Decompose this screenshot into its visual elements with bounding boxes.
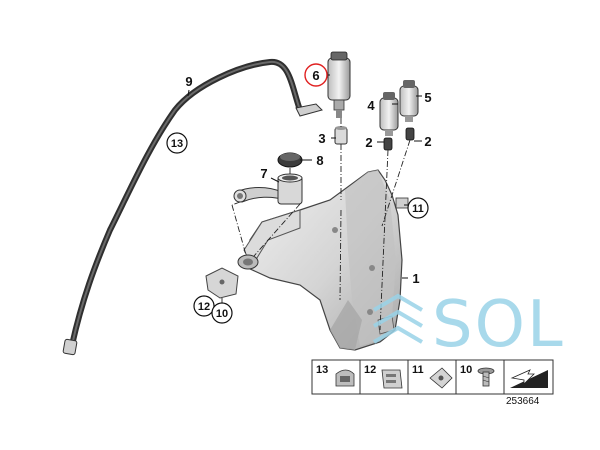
- svg-text:1: 1: [412, 271, 419, 286]
- svg-text:12: 12: [198, 301, 210, 313]
- washer-pump-main: [327, 51, 351, 118]
- callout-13[interactable]: 13: [166, 132, 188, 154]
- callout-4[interactable]: 4: [367, 98, 375, 113]
- sol-logo-icon: [372, 293, 424, 344]
- legend-strip: 13 12 11 10: [311, 359, 554, 395]
- callout-6[interactable]: 6: [304, 63, 328, 87]
- callout-2a[interactable]: 2: [365, 135, 372, 150]
- callout-1[interactable]: 1: [412, 271, 419, 286]
- watermark: SOL: [372, 288, 565, 362]
- legend-item-12[interactable]: 12: [364, 364, 403, 389]
- washer-hose: [62, 59, 323, 356]
- spring-nut-icon: [429, 367, 453, 389]
- svg-text:2: 2: [365, 135, 372, 150]
- legend-item-arrow[interactable]: [510, 369, 548, 388]
- svg-text:11: 11: [412, 364, 424, 376]
- spring-nut: [395, 197, 409, 209]
- filler-cap: [277, 152, 303, 168]
- screw-icon: [477, 367, 495, 387]
- svg-text:SOL: SOL: [432, 288, 565, 362]
- callout-9[interactable]: 9: [185, 74, 192, 89]
- callout-3[interactable]: 3: [318, 131, 325, 146]
- grommet-2b: [405, 127, 415, 141]
- arrow-ramp-icon: [510, 369, 548, 388]
- assembly-lines: [221, 118, 411, 331]
- svg-text:6: 6: [312, 68, 319, 83]
- diagram-id: 253664: [506, 396, 540, 407]
- mounting-bracket: [205, 267, 239, 299]
- hose-clip-icon: [335, 369, 355, 387]
- svg-text:11: 11: [412, 203, 424, 215]
- legend-item-10[interactable]: 10: [460, 364, 495, 387]
- svg-text:7: 7: [260, 166, 267, 181]
- grommet-2a: [383, 137, 393, 151]
- filler-pipe: [233, 173, 303, 205]
- washer-reservoir: [237, 169, 403, 351]
- callout-7[interactable]: 7: [260, 166, 267, 181]
- svg-text:13: 13: [171, 138, 183, 150]
- callout-5[interactable]: 5: [424, 90, 431, 105]
- legend-item-11[interactable]: 11: [412, 364, 453, 389]
- svg-text:10: 10: [460, 364, 472, 376]
- washer-pump-5: [399, 80, 419, 122]
- bracket-clip-icon: [381, 369, 403, 389]
- callout-2b[interactable]: 2: [424, 134, 431, 149]
- svg-text:9: 9: [185, 74, 192, 89]
- callout-12[interactable]: 12: [193, 295, 215, 317]
- svg-text:5: 5: [424, 90, 431, 105]
- legend-item-13[interactable]: 13: [316, 364, 355, 387]
- svg-text:12: 12: [364, 364, 376, 376]
- svg-text:4: 4: [367, 98, 375, 113]
- callout-8[interactable]: 8: [316, 153, 323, 168]
- pump-grommet: [334, 126, 348, 145]
- svg-text:13: 13: [316, 364, 328, 376]
- washer-pump-4: [379, 92, 399, 136]
- svg-text:8: 8: [316, 153, 323, 168]
- svg-text:10: 10: [216, 308, 228, 320]
- svg-text:3: 3: [318, 131, 325, 146]
- svg-text:2: 2: [424, 134, 431, 149]
- callout-11[interactable]: 11: [407, 197, 429, 219]
- callout-10[interactable]: 10: [211, 302, 233, 324]
